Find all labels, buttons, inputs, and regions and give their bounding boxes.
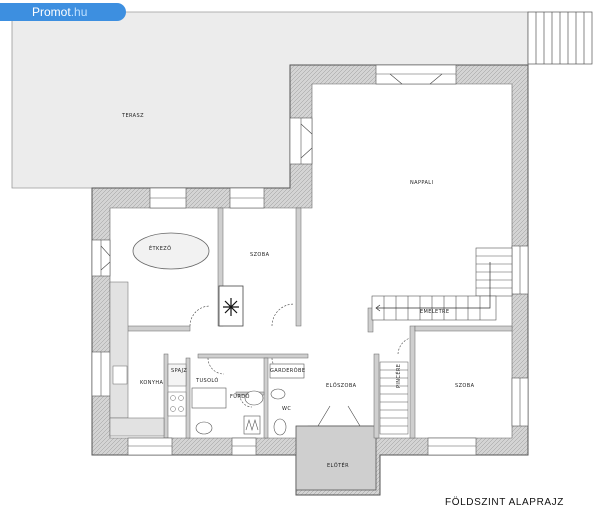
chimney-icon <box>218 285 244 327</box>
label-furdo: FÜRDŐ <box>230 393 250 400</box>
site-badge[interactable]: Promot.hu <box>0 3 126 21</box>
room-labels: TERASZ NAPPALI ÉTKEZŐ SZOBA EMELETRE KON… <box>121 113 475 469</box>
label-pince: PINCÉRE <box>394 364 402 388</box>
label-nappali: NAPPALI <box>410 180 433 186</box>
label-spajz: SPAJZ <box>171 368 187 374</box>
cellar-stairs <box>379 361 409 435</box>
bathroom-fixtures <box>191 363 305 436</box>
outer-stairs <box>527 11 593 65</box>
label-szoba-right: SZOBA <box>455 383 475 389</box>
label-wc: WC <box>282 406 291 412</box>
label-garderobe: GARDERÓBE <box>270 367 305 374</box>
door-swings <box>100 73 443 427</box>
label-tusolo: TUSOLÓ <box>195 377 219 384</box>
entrance-vestibule <box>295 425 377 491</box>
staircase <box>371 247 513 321</box>
site-badge-tld: .hu <box>70 5 88 19</box>
plan-title: FÖLDSZINT ALAPRAJZ <box>445 497 564 508</box>
dining-table <box>132 232 210 270</box>
label-eloszoba: ELŐSZOBA <box>326 382 357 389</box>
label-konyha: KONYHA <box>140 380 163 386</box>
kitchen-counter <box>109 281 187 437</box>
label-szoba-top: SZOBA <box>250 252 270 258</box>
label-eloter: ELŐTÉR <box>327 461 349 469</box>
label-etkezo: ÉTKEZŐ <box>149 244 171 252</box>
site-badge-name: Promot <box>32 5 71 19</box>
label-terasz: TERASZ <box>121 113 144 119</box>
label-emelet: EMELETRE <box>420 309 449 315</box>
